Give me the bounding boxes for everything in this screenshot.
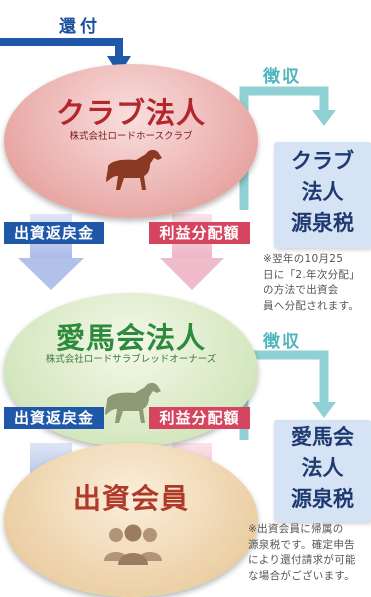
club-tax-line1: クラブ: [291, 149, 354, 173]
member-entity: 出資会員: [4, 443, 258, 597]
refund-tag-2: 出資返戻金: [4, 407, 104, 429]
club-title: クラブ法人: [55, 96, 206, 130]
aiba-tax-box: 愛馬会 法人 源泉税: [274, 420, 371, 522]
aiba-subtitle: 株式会社ロードサラブレッドオーナーズ: [45, 354, 217, 365]
horse-icon: [105, 382, 161, 423]
refund-tag-1: 出資返戻金: [4, 222, 104, 244]
member-title: 出資会員: [72, 482, 189, 515]
profit-tag-1: 利益分配額: [149, 222, 250, 244]
club-entity: クラブ法人 株式会社ロードホースクラブ: [4, 64, 258, 218]
club-tax-line3: 源泉税: [291, 211, 354, 235]
note-line: の方法で出資会: [263, 284, 339, 296]
note-line: 源泉税です。確定申告: [248, 538, 355, 551]
aiba-tax-note: ※出資会員に帰属の 源泉税です。確定申告 により還付請求が可能 な場合がございま…: [248, 522, 356, 584]
aiba-tax-line1: 愛馬会: [291, 425, 354, 449]
horse-icon: [106, 149, 162, 190]
club-subtitle: 株式会社ロードホースクラブ: [69, 131, 193, 142]
note-line: ※翌年の10月25: [263, 253, 344, 265]
note-line: により還付請求が可能: [248, 554, 356, 566]
club-tax-box: クラブ 法人 源泉税: [274, 142, 371, 248]
aiba-tax-line2: 法人: [301, 456, 344, 480]
aiba-tax-line3: 源泉税: [291, 487, 354, 511]
club-tax-note: ※翌年の10月25 日に「2.年次分配」 の方法で出資会 員へ分配されます。: [263, 252, 360, 314]
club-tax-line2: 法人: [301, 180, 344, 204]
choshu-arrowhead-2: [312, 402, 336, 418]
note-line: な場合がございます。: [248, 569, 355, 582]
choshu-label-1: 徴収: [263, 67, 301, 87]
note-line: 日に「2.年次分配」: [263, 268, 361, 281]
choshu-arrowhead-1: [312, 110, 336, 126]
people-icon: [104, 524, 162, 565]
note-line: ※出資会員に帰属の: [248, 523, 344, 535]
note-line: 員へ分配されます。: [263, 299, 360, 312]
aiba-title: 愛馬会法人: [55, 321, 206, 355]
choshu-label-2: 徴収: [263, 332, 301, 352]
return-label: 還付: [59, 17, 101, 37]
profit-tag-2: 利益分配額: [149, 407, 250, 429]
